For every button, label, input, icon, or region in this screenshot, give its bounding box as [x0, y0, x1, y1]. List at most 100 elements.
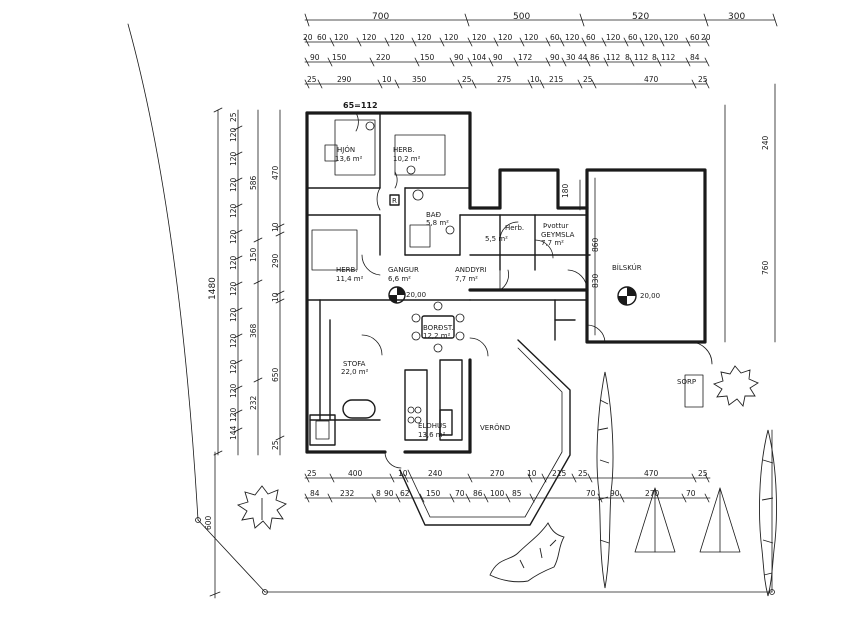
top-r2-15: 60	[628, 33, 638, 42]
room-thvottur-name: Þvottur	[543, 222, 569, 230]
level-marker-icon: 20,00	[617, 286, 660, 306]
top-r3-14: 8	[625, 53, 630, 62]
room-geymsla-name: GEYMSLA	[541, 231, 575, 239]
bot-r1-1: 25	[307, 469, 317, 478]
carport-small-dim: 180	[561, 183, 570, 198]
level-mark-1: 20,00	[406, 291, 426, 299]
top-dimension-chains: 700 500 520 300 20 60 120 120 120 120 12…	[303, 12, 778, 89]
room-anddyri-area: 7,7 m²	[455, 275, 478, 283]
left-a-7: 120	[229, 255, 238, 270]
room-bordst-name: BORÐST.	[423, 324, 454, 332]
room-anddyri-name: ANDDYRI	[455, 266, 487, 274]
poplar-icon	[759, 429, 777, 597]
bush-icon	[489, 522, 565, 583]
top-r2-8: 120	[472, 33, 487, 42]
bot-r2-5: 62	[400, 489, 410, 498]
top-r2-6: 120	[417, 33, 432, 42]
bot-r1-5: 270	[490, 469, 505, 478]
top-r4-3: 10	[382, 75, 392, 84]
top-r3-18: 84	[690, 53, 700, 62]
bot-r1-10: 25	[698, 469, 708, 478]
left-a-4: 120	[229, 177, 238, 192]
veranda-outline	[399, 339, 571, 526]
right-dim-1: 240	[761, 135, 770, 150]
poplar-icon	[596, 371, 614, 589]
bot-r2-8: 86	[473, 489, 483, 498]
room-bilskur-name: BÍLSKÚR	[612, 263, 642, 272]
room-gangur-area: 6,6 m²	[388, 275, 411, 283]
room-bad-area: 5,8 m²	[426, 219, 449, 227]
top-r2-9: 120	[498, 33, 513, 42]
carport-height-dim: 860	[591, 237, 600, 252]
top-r4-7: 10	[530, 75, 540, 84]
bot-r2-4: 90	[384, 489, 394, 498]
top-r3-13: 112	[606, 53, 621, 62]
left-c-1: 470	[271, 165, 280, 180]
bot-r1-2: 400	[348, 469, 363, 478]
top-r2-3: 120	[334, 33, 349, 42]
bot-r2-12: 90	[610, 489, 620, 498]
left-c-5: 650	[271, 367, 280, 382]
bot-r2-13: 270	[645, 489, 660, 498]
top-r3-12: 86	[590, 53, 600, 62]
left-a-9: 120	[229, 307, 238, 322]
top-r2-4: 120	[362, 33, 377, 42]
left-b-3: 368	[249, 323, 258, 338]
top-r3-17: 112	[661, 53, 676, 62]
top-r4-6: 275	[497, 75, 512, 84]
level-marker-icon: 20,00	[388, 286, 426, 304]
left-c-4: 10	[271, 292, 280, 302]
room-herb1-name: HERB.	[393, 146, 415, 154]
room-herb3-area: 5,5 m²	[485, 235, 508, 243]
room-verond-name: VERÖND	[480, 423, 510, 432]
top-dim-3: 520	[632, 12, 649, 22]
top-r2-5: 120	[390, 33, 405, 42]
top-r2-13: 60	[586, 33, 596, 42]
site-left-dim: 600	[204, 515, 213, 530]
top-r2-7: 120	[444, 33, 459, 42]
room-gangur-name: GANGUR	[388, 266, 419, 274]
bot-r1-4: 240	[428, 469, 443, 478]
room-eldhus-name: ELDHÚS	[418, 421, 447, 430]
top-r4-9: 25	[583, 75, 593, 84]
top-r2-1: 20	[303, 33, 313, 42]
left-c-3: 290	[271, 253, 280, 268]
top-r2-21: 60	[690, 33, 700, 42]
room-hjon-area: 13,6 m²	[335, 155, 363, 163]
top-r2-22: 20	[701, 33, 711, 42]
room-herb2-name: HERB.	[336, 266, 358, 274]
room-hjon-name: HJÓN	[337, 145, 355, 154]
bottom-dimensions: 25 400 10 240 270 10 215 25 470 25 84 23…	[304, 469, 711, 503]
top-dim-1: 700	[372, 12, 389, 22]
bot-r2-10: 85	[512, 489, 522, 498]
left-dimension-chains: 1480 25 120 120 120 120 120 120 120 120 …	[208, 107, 285, 456]
top-r2-17: 120	[664, 33, 679, 42]
room-herb3-name: Herb.	[505, 224, 524, 232]
top-r3-11: 44	[578, 53, 588, 62]
top-r4-2: 290	[337, 75, 352, 84]
left-a-6: 120	[229, 229, 238, 244]
carport-sub-dim: 830	[591, 273, 600, 288]
top-r3-1: 90	[310, 53, 320, 62]
room-bordst-area: 12,2 m²	[423, 332, 451, 340]
top-dim-2: 500	[513, 12, 530, 22]
room-herb1-area: 10,2 m²	[393, 155, 421, 163]
top-r2-10: 120	[524, 33, 539, 42]
top-r2-11: 60	[550, 33, 560, 42]
top-r4-5: 25	[462, 75, 472, 84]
left-a-1: 25	[229, 112, 238, 122]
top-r2-12: 120	[565, 33, 580, 42]
bot-r2-3: 8	[376, 489, 381, 498]
bot-r2-1: 84	[310, 489, 320, 498]
left-a-8: 120	[229, 281, 238, 296]
bot-r2-2: 232	[340, 489, 355, 498]
bush-icon	[712, 365, 759, 407]
house-walls	[305, 111, 713, 469]
bot-r2-7: 70	[455, 489, 465, 498]
left-a-11: 120	[229, 359, 238, 374]
symbol-r: R	[392, 197, 397, 205]
top-r3-16: 8	[652, 53, 657, 62]
left-a-10: 120	[229, 333, 238, 348]
bot-r2-11: 70	[586, 489, 596, 498]
top-r3-6: 104	[472, 53, 487, 62]
